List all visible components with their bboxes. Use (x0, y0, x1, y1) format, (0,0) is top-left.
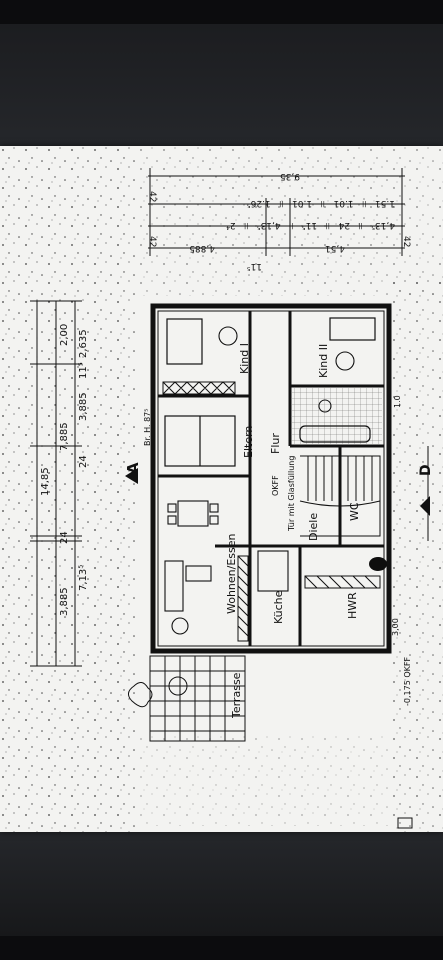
section-marker-a: A (124, 462, 142, 484)
scan-noise-bottom (140, 736, 390, 826)
room-kind-1: Kind I (238, 343, 251, 374)
dim-42-b: 42 (147, 236, 157, 247)
scan-noise-left (0, 146, 140, 832)
door-glass-note: Tür mit Glasfüllung (287, 456, 296, 532)
dim-42-c: 42 (401, 236, 411, 247)
room-wc: WC (348, 502, 361, 521)
top-dimension-chain (148, 168, 405, 256)
misc-br: Br. H. 87⁵ (143, 409, 152, 446)
room-kind-2: Kind II (317, 344, 330, 378)
scan-noise-right (390, 276, 443, 832)
entry-blot (369, 557, 387, 571)
room-wohnen-essen: Wohnen/Essen (225, 533, 238, 614)
dim-2635: 2,635 (78, 329, 89, 358)
bottom-frame-bar (0, 936, 443, 960)
dim-300: 3,00 (391, 618, 400, 636)
staircase (299, 455, 381, 537)
misc-w10: 1.0 (393, 395, 402, 408)
interior-walls (158, 311, 384, 646)
dim-24-a: 24 (59, 531, 70, 544)
photo-background-bottom (0, 832, 443, 936)
dim-115-top: 11⁵ (247, 261, 262, 271)
floor-plan-drawing: 14,85 7,885 3,885 3,885 2,635 2,00 24 24… (0, 146, 443, 832)
exterior-walls (150, 303, 392, 654)
bathtub (299, 425, 371, 443)
dim-3885-a: 3,885 (59, 587, 70, 616)
dim-115: 11⁵ (78, 362, 89, 379)
room-terrasse: Terrasse (230, 672, 243, 719)
dim-3885-b: 3,885 (78, 392, 89, 421)
room-flur: Flur (269, 433, 282, 454)
dim-7135: 7,13⁵ (78, 565, 89, 591)
room-eltern: Eltern (242, 426, 255, 458)
beds (164, 317, 376, 467)
photo-background-top (0, 24, 443, 148)
dim-200: 2,00 (59, 324, 70, 346)
furniture (164, 326, 355, 635)
section-d-label: D (418, 464, 434, 476)
top-frame-bar (0, 0, 443, 24)
room-hwr: HWR (346, 592, 359, 619)
shrub-icon (128, 682, 153, 708)
level-note: -0,175 OKFF (403, 657, 412, 706)
dim-935: 9,35 (280, 171, 300, 181)
left-dimension-chain (30, 300, 82, 667)
dim-total: 14,85 (40, 467, 51, 496)
room-kueche: Küche (272, 590, 285, 624)
dim-row2: 4,13⁵ ⊣⊢ 24 ⊣⊢ 11⁵ ⊣⊢ 4,13⁵ ⊣⊢ 2⁴ (226, 220, 395, 230)
dim-451: 4,51 (325, 243, 345, 253)
room-diele: Diele (307, 513, 320, 541)
scan-noise-top (140, 146, 443, 296)
floor-plan-sheet: 14,85 7,885 3,885 3,885 2,635 2,00 24 24… (0, 146, 443, 832)
dim-row1: 1.51 ⊣⊢ 1.01 ⊣⊢ 1.01 ⊣⊢ 1.26⁵ (247, 198, 395, 208)
washbasin (318, 399, 332, 413)
okff-label: OKFF (271, 475, 280, 496)
terrace (149, 655, 246, 742)
dim-4885: 4,885 (189, 243, 215, 253)
section-a-label: A (124, 462, 142, 474)
dim-42-a: 42 (147, 191, 157, 202)
section-marker-d: D (418, 446, 434, 541)
built-in-cabinets (162, 381, 381, 642)
page-corner-marker (397, 817, 413, 829)
dim-7885: 7,885 (59, 422, 70, 451)
bathroom-tiles (292, 388, 382, 444)
dim-24-b: 24 (78, 455, 89, 468)
